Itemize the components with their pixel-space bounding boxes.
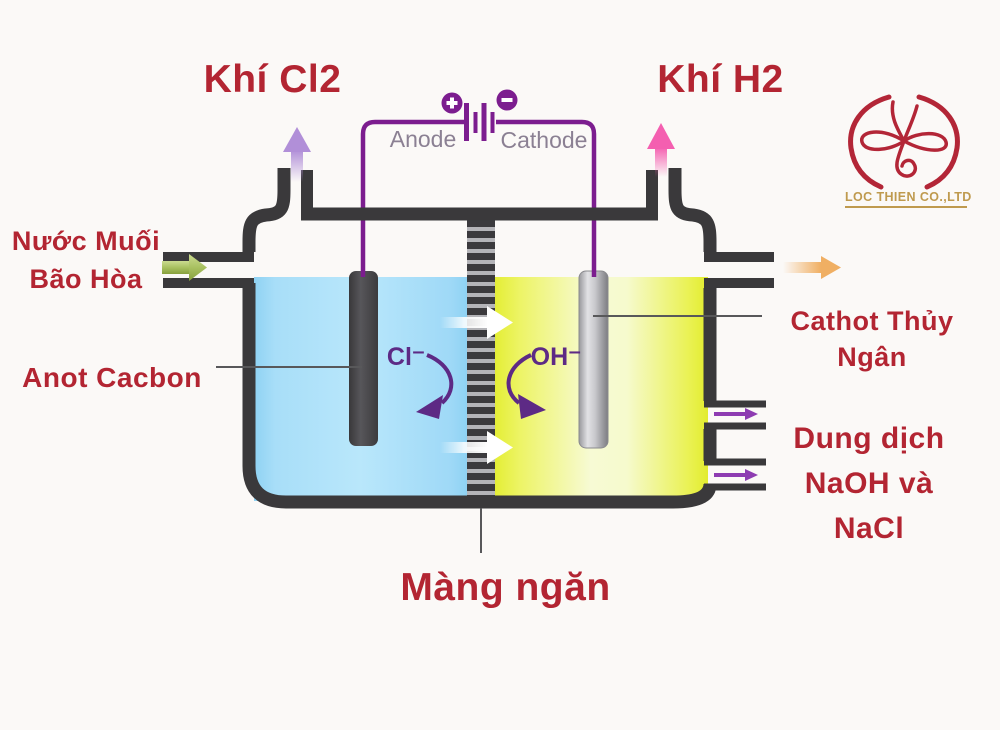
hydroxide-ion-label: OH⁻: [530, 343, 582, 371]
brine-inlet-arrow: [162, 254, 207, 281]
membrane-label: Màng ngăn: [400, 566, 611, 609]
cl2-gas-arrow: [283, 127, 311, 182]
company-logo-text: LOC THIEN CO.,LTD: [845, 190, 971, 208]
cl2-gas-label: Khí Cl2: [203, 58, 342, 101]
carbon-anode-electrode: [349, 271, 378, 446]
h2-gas-label: Khí H2: [657, 58, 784, 101]
cathode-terminal-label: Cathode: [500, 127, 588, 153]
outlet-top-arrow: [783, 256, 841, 279]
mercury-cathode-label: Cathot Thủy Ngân: [790, 306, 954, 372]
cl-ion-arrow: [416, 353, 454, 419]
plus-terminal-icon: [441, 92, 463, 114]
battery-icon: [464, 103, 495, 141]
brine-inlet-label: Nước Muối Bão Hòa: [11, 226, 161, 294]
company-logo-monogram-icon: [848, 94, 960, 190]
tank: [163, 168, 774, 509]
oh-ion-arrow: [506, 353, 546, 419]
outlet-pipe-arrow-1: [714, 408, 758, 420]
outlet-pipe-arrow-2: [714, 469, 758, 481]
chloride-ion-label: Cl⁻: [386, 343, 426, 371]
anode-terminal-label: Anode: [389, 126, 457, 152]
membrane-flow-arrow-top: [440, 306, 513, 339]
h2-gas-arrow: [647, 123, 675, 177]
pointer-lines: [216, 315, 762, 553]
carbon-anode-label: Anot Cacbon: [22, 362, 202, 393]
circuit-wires: [360, 119, 597, 277]
minus-terminal-icon: [496, 89, 518, 111]
outlet-solution-label: Dung dịch NaOH và NaCl: [793, 422, 945, 545]
membrane-flow-arrow-bottom: [440, 431, 513, 464]
